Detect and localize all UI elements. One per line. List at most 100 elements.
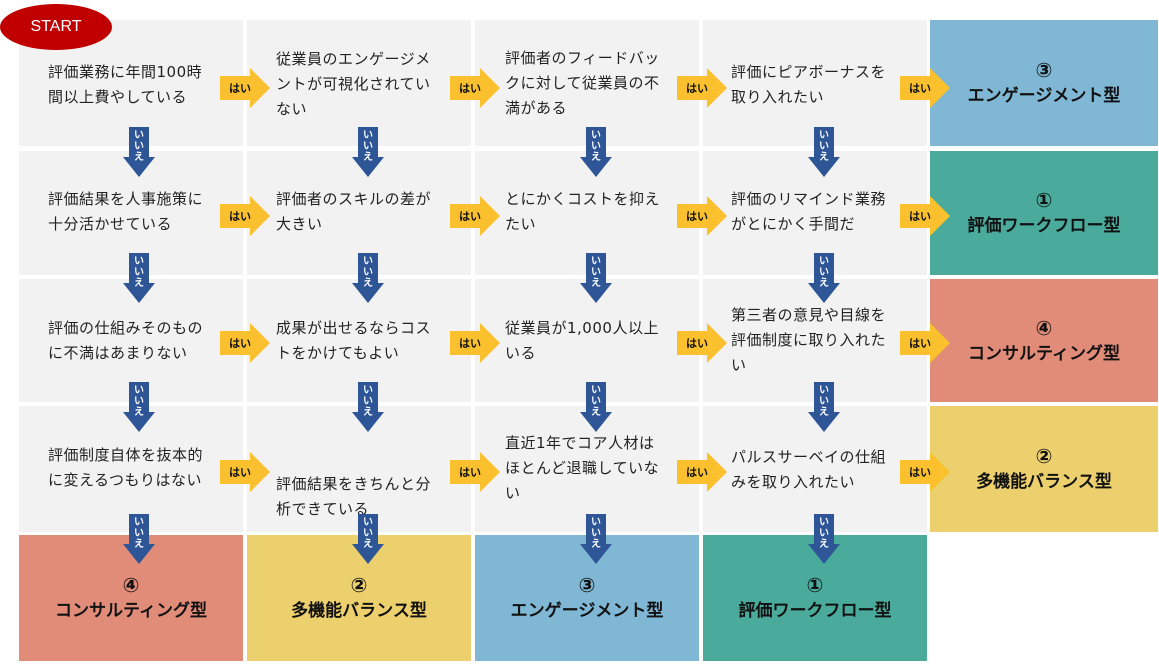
question-line: クに対して従業員の不 bbox=[505, 74, 660, 92]
no-arrow: いいえ bbox=[808, 253, 840, 303]
arrow-right-icon bbox=[677, 68, 727, 108]
question-cell bbox=[703, 279, 927, 402]
question-text: 成果が出せるならコストをかけてもよい bbox=[276, 316, 431, 366]
arrow-down-icon bbox=[352, 382, 384, 432]
question-text: とにかくコストを抑えたい bbox=[505, 187, 660, 237]
arrow-down-icon bbox=[352, 127, 384, 177]
question-cell bbox=[19, 406, 243, 532]
arrow-right-icon bbox=[220, 196, 270, 236]
question-line: 満がある bbox=[505, 99, 568, 117]
yes-label: はい bbox=[229, 466, 251, 479]
question-line: に不満はあまりない bbox=[48, 344, 188, 362]
question-line: 従業員が1,000人以上 bbox=[505, 319, 659, 337]
yes-arrow: はい bbox=[450, 196, 500, 236]
no-label: いいえ bbox=[134, 385, 144, 418]
question-text: 評価制度自体を抜本的に変えるつもりはない bbox=[48, 443, 203, 493]
no-label: いいえ bbox=[363, 385, 373, 418]
yes-label: はい bbox=[459, 210, 481, 223]
arrow-down-icon bbox=[808, 253, 840, 303]
question-cell bbox=[475, 20, 699, 146]
question-line: パルスサーベイの仕組 bbox=[731, 448, 887, 466]
no-arrow: いいえ bbox=[808, 382, 840, 432]
arrow-right-icon bbox=[450, 68, 500, 108]
result-name: 多機能バランス型 bbox=[976, 472, 1112, 492]
question-line: 評価の仕組みそのもの bbox=[48, 319, 204, 337]
yes-arrow: はい bbox=[677, 196, 727, 236]
question-text: 評価者のフィードバックに対して従業員の不満がある bbox=[505, 46, 660, 121]
no-label: いいえ bbox=[819, 130, 829, 163]
question-cell bbox=[247, 20, 471, 146]
no-label: いいえ bbox=[819, 256, 829, 289]
result-number: ① bbox=[806, 573, 824, 597]
question-line: とにかくコストを抑え bbox=[505, 190, 661, 208]
question-text: 評価結果を人事施策に十分活かせている bbox=[48, 187, 203, 237]
yes-label: はい bbox=[909, 466, 931, 479]
question-line: 評価のリマインド業務 bbox=[731, 190, 887, 208]
question-text: 従業員が1,000人以上いる bbox=[505, 316, 659, 366]
yes-label: はい bbox=[229, 210, 251, 223]
arrow-right-icon bbox=[677, 452, 727, 492]
question-line: ほとんど退職していな bbox=[505, 459, 660, 477]
question-text: 直近1年でコア人材はほとんど退職していない bbox=[505, 431, 659, 506]
question-cell bbox=[19, 279, 243, 402]
question-line: みを取り入れたい bbox=[731, 473, 856, 491]
yes-label: はい bbox=[686, 466, 708, 479]
result-name: エンゲージメント型 bbox=[510, 601, 664, 621]
no-label: いいえ bbox=[363, 130, 373, 163]
question-cell bbox=[475, 279, 699, 402]
result-number: ① bbox=[1035, 188, 1053, 212]
question-text: 評価者のスキルの差が大きい bbox=[276, 187, 431, 237]
result-number: ③ bbox=[578, 573, 596, 597]
yes-arrow: はい bbox=[450, 68, 500, 108]
no-arrow: いいえ bbox=[580, 127, 612, 177]
no-arrow: いいえ bbox=[808, 127, 840, 177]
arrow-down-icon bbox=[808, 382, 840, 432]
result-box: ③ エンゲージメント型 bbox=[475, 535, 699, 661]
no-arrow: いいえ bbox=[123, 514, 155, 564]
no-arrow: いいえ bbox=[580, 382, 612, 432]
question-line: 間以上費やしている bbox=[48, 88, 188, 106]
question-line: 析できている bbox=[276, 500, 370, 518]
yes-arrow: はい bbox=[450, 323, 500, 363]
arrow-right-icon bbox=[450, 452, 500, 492]
question-line: 評価にピアボーナスを bbox=[731, 63, 887, 81]
question-line: 大きい bbox=[276, 215, 323, 233]
result-number: ④ bbox=[122, 573, 140, 597]
yes-label: はい bbox=[909, 337, 931, 350]
arrow-down-icon bbox=[123, 127, 155, 177]
arrow-right-icon bbox=[220, 323, 270, 363]
yes-label: はい bbox=[909, 210, 931, 223]
arrow-right-icon bbox=[677, 323, 727, 363]
arrow-right-icon bbox=[900, 452, 950, 492]
arrow-down-icon bbox=[352, 253, 384, 303]
result-number: ④ bbox=[1035, 315, 1053, 340]
arrow-down-icon bbox=[580, 514, 612, 564]
arrow-down-icon bbox=[123, 253, 155, 303]
no-label: いいえ bbox=[591, 130, 601, 163]
question-text: 評価結果をきちんと分析できている bbox=[276, 472, 431, 522]
question-line: いる bbox=[505, 344, 537, 362]
question-text: 評価業務に年間100時間以上費やしている bbox=[48, 60, 202, 110]
yes-arrow: はい bbox=[450, 452, 500, 492]
yes-arrow: はい bbox=[677, 323, 727, 363]
question-text: パルスサーベイの仕組みを取り入れたい bbox=[731, 445, 886, 495]
arrow-down-icon bbox=[580, 253, 612, 303]
yes-label: はい bbox=[909, 82, 931, 95]
arrow-right-icon bbox=[900, 68, 950, 108]
question-text: 評価のリマインド業務がとにかく手間だ bbox=[731, 187, 886, 237]
no-arrow: いいえ bbox=[352, 253, 384, 303]
yes-arrow: はい bbox=[900, 196, 950, 236]
question-line: 評価者のスキルの差が bbox=[276, 190, 432, 208]
question-line: い bbox=[505, 484, 521, 502]
question-line: ない bbox=[276, 100, 308, 118]
question-line: たい bbox=[505, 215, 537, 233]
yes-label: はい bbox=[686, 82, 708, 95]
question-line: 評価者のフィードバッ bbox=[505, 49, 660, 67]
result-name: コンサルティング型 bbox=[968, 343, 1120, 364]
